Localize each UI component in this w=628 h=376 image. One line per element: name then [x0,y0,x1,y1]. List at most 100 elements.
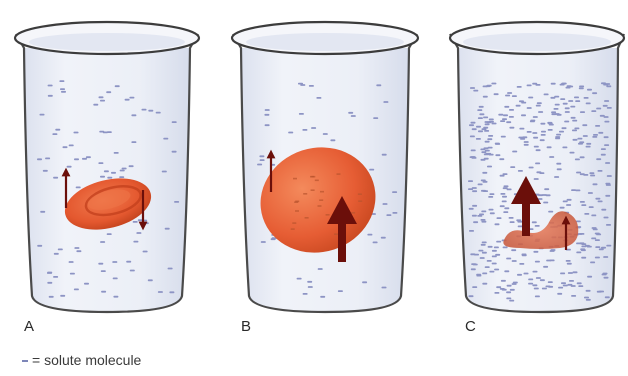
solute-molecule [497,217,502,219]
solute-molecule [572,130,577,132]
solute-molecule [604,144,609,146]
solute-molecule [473,90,478,92]
solute-molecule [579,87,584,89]
solute-molecule [303,193,307,195]
solute-molecule [560,98,565,100]
solute-molecule [603,256,608,258]
solute-molecule [107,177,112,179]
solute-molecule [570,152,575,154]
solute-molecule [551,111,556,113]
solute-molecule [530,121,535,123]
solute-molecule [581,249,586,251]
solute-molecule [536,84,541,86]
solute-molecule [392,212,397,214]
solute-molecule [299,113,304,115]
solute-molecule [133,241,138,243]
solute-molecule [538,111,543,113]
solute-molecule [479,106,484,108]
solute-molecule [601,209,606,211]
solute-molecule [571,117,576,119]
solute-molecule [485,150,490,152]
solute-molecule [540,139,545,141]
solute-molecule [559,131,564,133]
solute-molecule [519,128,524,130]
solute-molecule [100,241,105,243]
solute-molecule [477,109,482,111]
solute-molecule [607,107,612,109]
solute-molecule [535,225,540,227]
solute-molecule [596,234,601,236]
solute-molecule [316,97,321,99]
solute-molecule [98,162,103,164]
solute-molecule [472,187,477,189]
solute-molecule [74,247,79,249]
solute-molecule [376,84,381,86]
solute-molecule [571,295,576,297]
legend-text: = solute molecule [32,352,141,368]
solute-molecule [589,206,594,208]
solute-molecule [481,180,486,182]
solute-molecule [544,188,549,190]
solute-molecule [67,166,72,168]
solute-molecule [131,141,136,143]
solute-molecule [503,247,508,249]
solute-molecule [472,128,477,130]
solute-molecule [107,233,112,235]
solute-molecule [555,138,560,140]
solute-molecule [554,176,559,178]
solute-molecule [488,135,493,137]
solute-molecule [61,91,66,93]
solute-molecule [513,282,518,284]
solute-molecule [584,213,589,215]
solute-molecule [528,279,533,281]
solute-molecule [587,276,592,278]
solute-molecule [568,86,573,88]
solute-molecule [510,221,515,223]
solute-molecule [482,242,487,244]
solute-molecule [556,134,561,136]
solute-molecule [489,193,494,195]
solute-molecule [482,283,487,285]
solute-molecule [300,84,305,86]
solute-molecule [265,124,270,126]
solute-molecule [53,276,58,278]
solute-molecule [504,207,509,209]
solute-molecule [144,222,149,224]
solute-molecule [297,278,302,280]
solute-molecule [566,204,571,206]
solute-molecule [74,132,79,134]
solute-molecule [131,114,136,116]
solute-molecule [527,85,532,87]
solute-molecule [156,112,161,114]
solute-molecule [587,89,592,91]
solute-molecule [472,205,477,207]
solute-molecule [606,224,611,226]
solute-molecule [574,97,579,99]
solute-molecule [492,256,497,258]
solute-molecule [48,95,53,97]
solute-molecule [260,159,265,161]
solute-molecule [489,121,494,123]
solute-molecule [381,237,386,239]
solute-molecule [392,191,397,193]
solute-molecule [604,100,609,102]
solute-molecule [494,247,499,249]
solute-molecule [533,137,538,139]
solute-molecule [565,107,570,109]
solute-molecule [48,85,53,87]
solute-molecule [576,252,581,254]
solute-molecule [478,130,483,132]
solute-molecule [483,117,488,119]
solute-molecule [503,211,508,213]
solute-molecule [481,190,486,192]
solute-molecule [489,119,494,121]
solute-molecule [593,134,598,136]
solute-molecule [512,95,517,97]
solute-molecule [158,291,163,293]
solute-molecule [589,172,594,174]
solute-molecule [504,270,509,272]
solute-molecule [592,136,597,138]
solute-molecule [471,156,476,158]
solute-molecule [291,228,295,230]
